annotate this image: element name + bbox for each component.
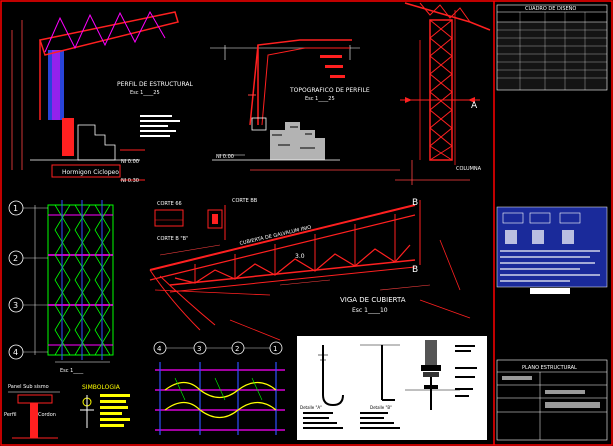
- panel-detail: [8, 391, 60, 439]
- perfil-estructural-title: PERFIL DE ESTRUCTURAL: [117, 81, 193, 88]
- axis-label-2: 2: [13, 254, 18, 263]
- bracing-plan: [8, 200, 114, 363]
- columna-label: COLUMNA: [456, 166, 482, 172]
- spec-text-block-2: [320, 55, 345, 78]
- title-block: [496, 359, 608, 441]
- detail-symbols-panel: [496, 206, 608, 294]
- roof-beam-truss: [149, 200, 471, 341]
- axis-label-4: 4: [13, 348, 18, 357]
- structural-profile-view: [11, 10, 179, 181]
- perfil-label: Perfil: [4, 412, 17, 418]
- corte-b-label: CORTE B "B": [157, 236, 188, 242]
- anchor-details-box: [297, 336, 487, 440]
- hormigon-label: Hormigon Ciclopeo: [62, 169, 119, 176]
- topographic-profile-view: [210, 39, 400, 171]
- perfil-estructural-scale: Esc 1____25: [130, 90, 160, 96]
- plan-scale: Esc 1____: [60, 368, 84, 374]
- simbologia-title: SIMBOLOGIA: [82, 384, 121, 391]
- plan-axis-4: 4: [157, 345, 162, 353]
- title-block-name: PLANO ESTRUCTURAL: [522, 365, 577, 371]
- panel-title: Panel Sub sismo: [8, 384, 49, 390]
- section-details: [154, 205, 226, 240]
- section-marker-b-bottom: B: [412, 265, 418, 275]
- level-label-3: NI 0.30: [121, 178, 139, 184]
- level-label-2: NI 0.00: [216, 154, 234, 160]
- level-label-1: NI 0.00: [121, 159, 139, 165]
- detalle-a-label: Detalle "A": [300, 405, 322, 410]
- viga-scale: Esc 1____10: [352, 307, 388, 314]
- legend-simbologia: [80, 394, 130, 428]
- column-elevation: [395, 2, 491, 185]
- plan-axis-3: 3: [197, 345, 201, 353]
- dimension-text: 3.0: [295, 253, 305, 260]
- data-table: [496, 4, 608, 91]
- perfil-topografico-scale: Esc 1____25: [305, 96, 335, 102]
- section-marker-b-top: B: [412, 198, 418, 208]
- plan-axis-1: 1: [273, 345, 277, 353]
- axis-label-3: 3: [13, 301, 18, 310]
- axis-label-1: 1: [13, 204, 18, 213]
- viga-title: VIGA DE CUBIERTA: [340, 296, 406, 304]
- plan-axis-2: 2: [235, 345, 239, 353]
- spec-text-block-1: [140, 115, 180, 137]
- perfil-topografico-title: TOPOGRAFICO DE PERFILE: [289, 87, 370, 94]
- corte-bb-label: CORTE BB: [232, 198, 258, 204]
- purlin-plan: [153, 341, 285, 435]
- detalle-b-label: Detalle "B": [370, 405, 392, 410]
- corte-66-label: CORTE 66: [157, 201, 182, 207]
- cubierta-label: CUBIERTA DE GALVALUM INIO: [239, 225, 312, 247]
- table-header: CUADRO DE DISEÑO: [525, 5, 576, 12]
- section-marker-a: A: [471, 101, 478, 111]
- cordon-label: Cordon: [38, 412, 56, 418]
